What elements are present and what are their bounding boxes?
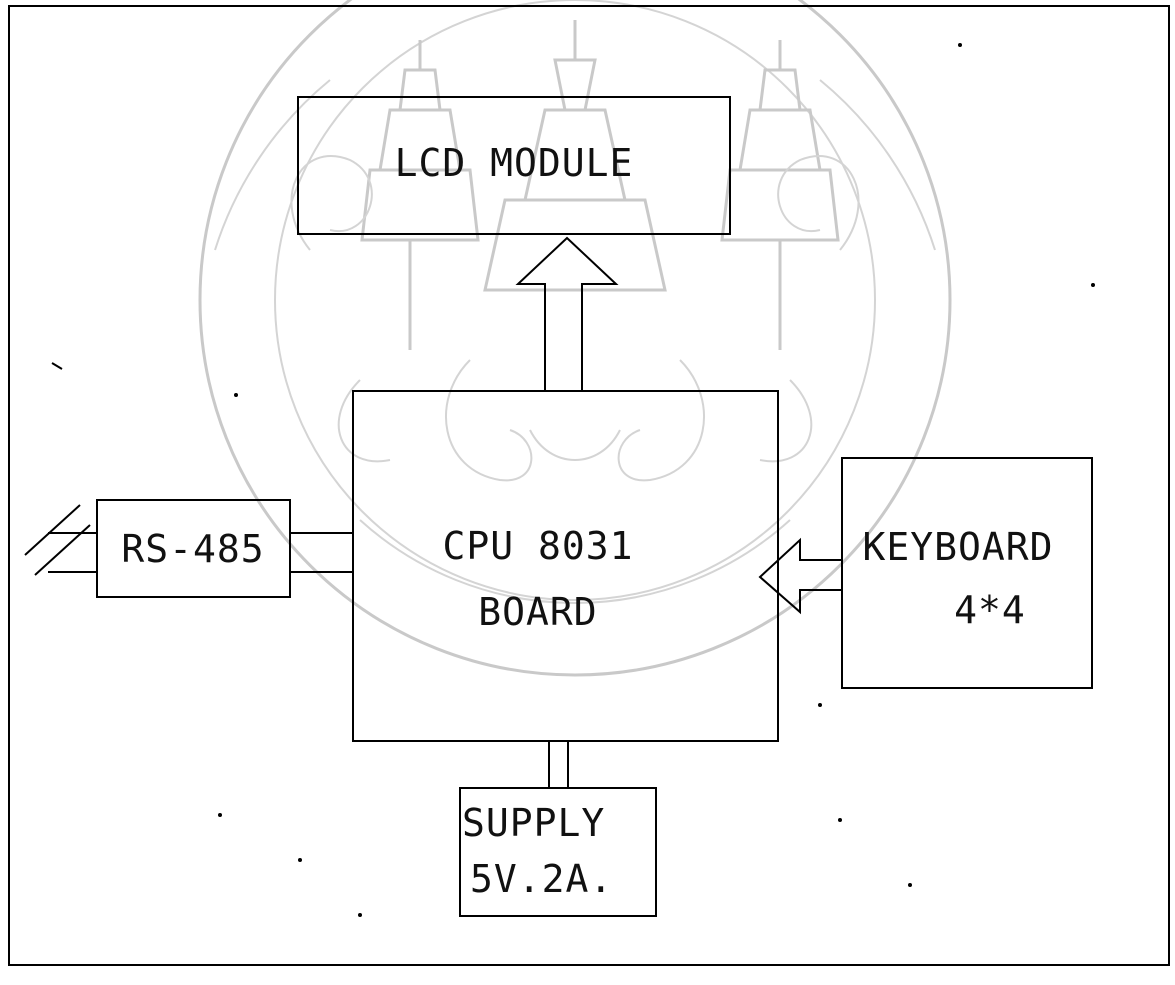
keyboard-label-line1: KEYBOARD [862,525,1053,569]
keyboard-block: KEYBOARD 4*4 [841,457,1093,689]
lcd-module-label: LCD MODULE [395,141,634,185]
keyboard-to-cpu-bus-arrow [758,537,842,615]
university-seal-watermark [198,0,952,677]
cpu-board-block: CPU 8031 BOARD [352,390,779,742]
rs485-block: RS-485 [96,499,291,598]
supply-to-cpu-link [548,741,569,788]
seal-ornament-swirls [290,155,860,463]
keyboard-box [841,457,1093,689]
lcd-module-box [297,96,731,235]
seal-script-arc-left [214,79,331,251]
seal-outer-ring [198,0,952,677]
diagram-frame [8,5,1170,966]
supply-label-line2: 5V.2A. [470,857,613,901]
rs485-external-link [24,504,97,576]
cpu-to-lcd-bus-arrow [515,236,619,391]
supply-block: SUPPLY 5V.2A. [459,787,657,917]
rs485-box [96,499,291,598]
seal-script-arc-bottom [359,519,791,604]
cpu-board-box [352,390,779,742]
seal-script-arc-right [819,79,936,251]
cpu-board-label-line2: BOARD [478,590,597,634]
scan-noise-dots [51,43,1095,917]
seal-inner-ring [274,0,876,601]
seal-spire-shape [483,20,667,292]
supply-label-line1: SUPPLY [462,801,605,845]
keyboard-label-line2: 4*4 [954,588,1026,632]
rs485-label: RS-485 [121,527,264,571]
seal-right-pagoda [720,40,840,350]
rs485-to-cpu-link [290,532,353,573]
supply-box [459,787,657,917]
lcd-module-block: LCD MODULE [297,96,731,235]
cpu-board-label-line1: CPU 8031 [442,524,633,568]
seal-left-pagoda [360,40,480,350]
seal-naga-motif [445,359,705,482]
